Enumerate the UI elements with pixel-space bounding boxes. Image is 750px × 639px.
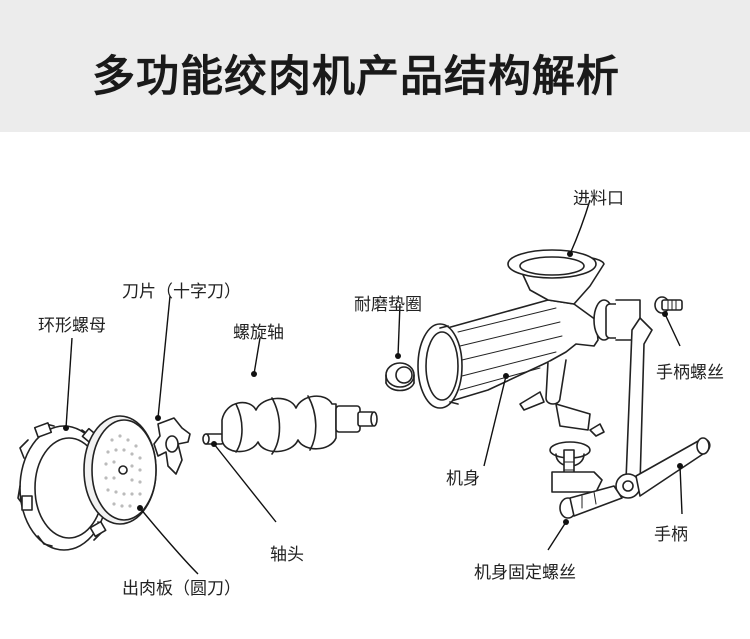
- washer-part: [385, 362, 415, 392]
- leader-washer: [397, 303, 401, 357]
- leader-ring-nut: [65, 337, 73, 429]
- handle-crank-part: [615, 317, 711, 499]
- body-part: [417, 249, 641, 437]
- label-clamp-screw: 机身固定螺丝: [474, 563, 576, 583]
- cutting-plate-part: [83, 415, 157, 525]
- cross-blade-part: [153, 417, 191, 475]
- header-banner: 多功能绞肉机产品结构解析: [0, 0, 750, 132]
- leader-handle: [679, 465, 683, 515]
- leader-clamp-screw: [547, 521, 567, 551]
- label-plate: 出肉板（圆刀）: [122, 579, 241, 599]
- leader-body: [483, 375, 507, 467]
- leader-blade: [157, 295, 171, 419]
- leader-hopper: [569, 199, 591, 255]
- label-handle: 手柄: [654, 525, 688, 545]
- label-washer: 耐磨垫圈: [354, 295, 422, 315]
- label-handle-screw: 手柄螺丝: [656, 363, 724, 383]
- label-body: 机身: [446, 469, 480, 489]
- label-hopper: 进料口: [573, 189, 624, 209]
- exploded-diagram: [17, 199, 711, 575]
- handle-screw-part: [654, 296, 683, 314]
- label-shaft-head: 轴头: [270, 545, 304, 565]
- leader-screw-shaft: [253, 337, 261, 375]
- label-blade: 刀片（十字刀）: [122, 282, 241, 302]
- screw-shaft-part: [202, 395, 378, 455]
- label-ring-nut: 环形螺母: [38, 316, 106, 336]
- leader-plate: [139, 507, 199, 575]
- leader-handle-screw: [664, 313, 681, 347]
- leader-shaft-head: [213, 443, 277, 523]
- label-screw-shaft: 螺旋轴: [233, 323, 284, 343]
- clamp-part: [549, 441, 623, 519]
- page-title: 多功能绞肉机产品结构解析: [92, 52, 620, 102]
